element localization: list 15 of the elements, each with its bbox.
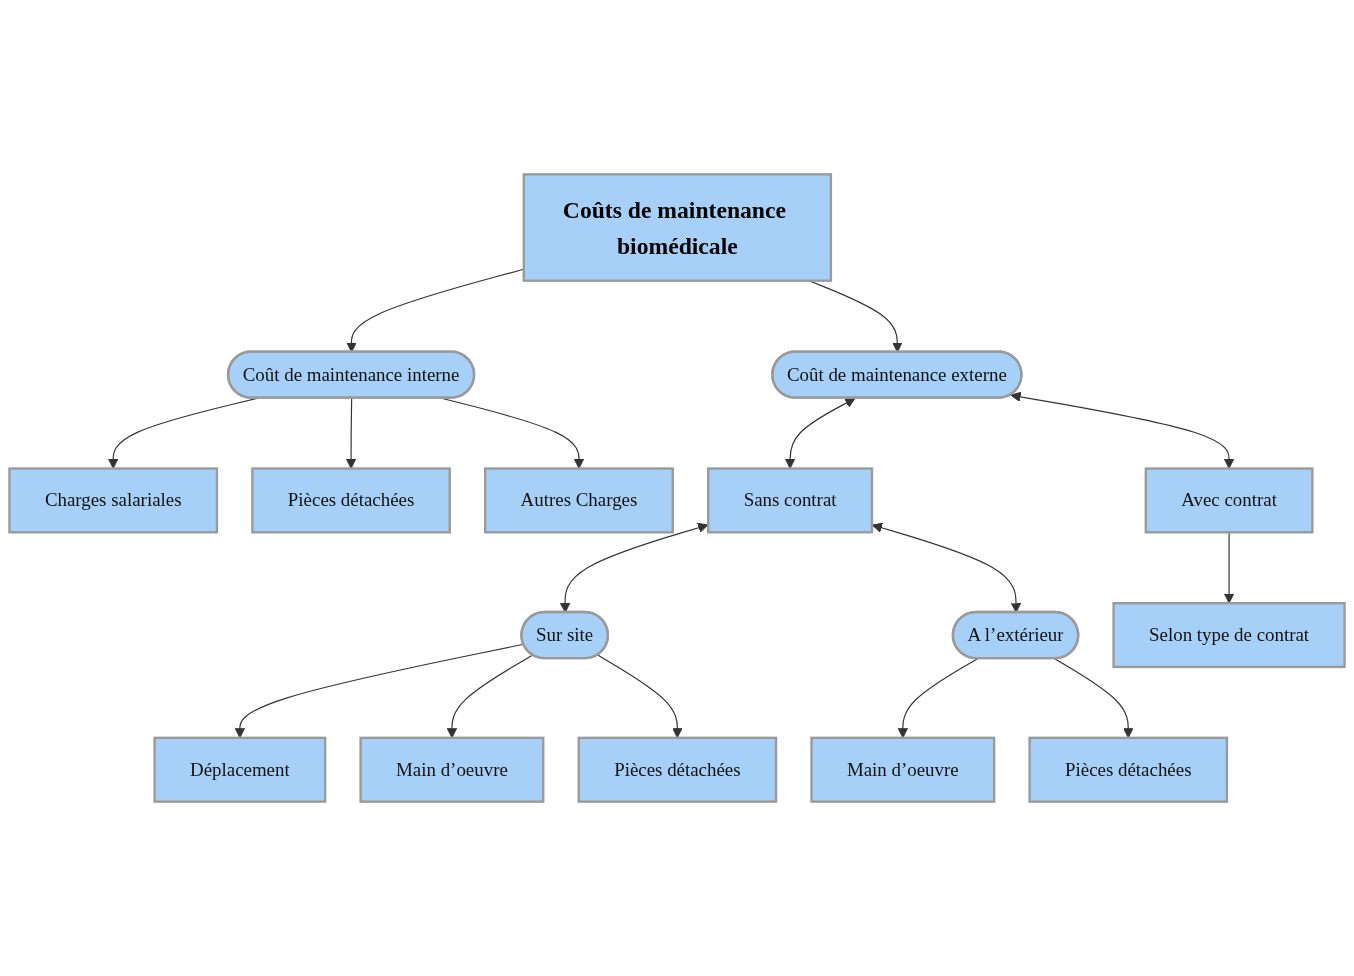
node-box: Selon type de contrat — [1112, 602, 1346, 669]
arrow — [345, 397, 357, 469]
node-box: Coûts de maintenance biomédicale — [522, 173, 833, 282]
node-box: Pièces détachées — [1028, 736, 1229, 803]
node-box: Pièces détachées — [251, 467, 451, 534]
node-box: Pièces détachées — [577, 736, 778, 803]
node-box: Déplacement — [153, 736, 327, 803]
node-box: Sans contrat — [707, 467, 874, 534]
node-box: Avec contrat — [1144, 467, 1314, 534]
node-box: Main d’oeuvre — [359, 736, 545, 803]
arrow — [1010, 391, 1235, 469]
node-box: Main d’oeuvre — [810, 736, 996, 803]
node-box: Charges salariales — [8, 467, 219, 534]
node-box: Autres Charges — [484, 467, 674, 534]
arrow — [784, 397, 856, 469]
